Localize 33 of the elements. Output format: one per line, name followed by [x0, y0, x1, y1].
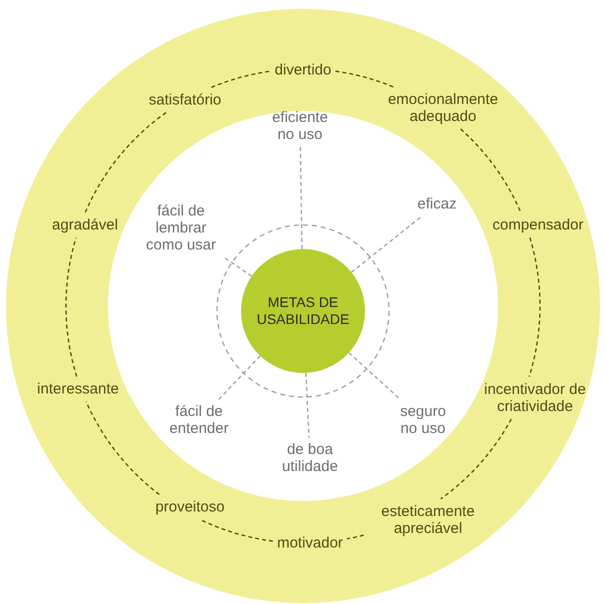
connector-line: [440, 418, 512, 500]
connector-line: [348, 352, 400, 400]
center-circle: METAS DE USABILIDADE: [241, 249, 365, 373]
connector-line: [335, 70, 394, 88]
goal-label: motivador: [277, 534, 343, 552]
connector-line: [200, 519, 273, 542]
goal-label: emocionalmente adequado: [373, 91, 513, 125]
connector-line: [300, 146, 303, 250]
connector-line: [346, 534, 364, 540]
goal-label: eficaz: [417, 196, 457, 212]
goal-label: eficiente no uso: [267, 109, 333, 143]
goal-label: incentivador de criatividade: [483, 381, 587, 415]
connector-line: [351, 216, 422, 273]
goal-label: fácil de lembrar como usar: [136, 202, 226, 254]
goal-label: seguro no uso: [395, 403, 451, 437]
goal-label: esteticamente apreciável: [368, 503, 488, 537]
goal-label: proveitoso: [155, 498, 225, 516]
connector-line: [211, 70, 271, 88]
goal-label: de boa utilidade: [270, 441, 350, 475]
goal-label: satisfatório: [148, 92, 222, 108]
goal-label: compensador: [492, 216, 584, 234]
connector-line: [223, 256, 252, 277]
goal-label: agradável: [52, 216, 118, 234]
connector-line: [218, 355, 261, 400]
goal-label: divertido: [274, 62, 332, 78]
connector-line: [305, 372, 310, 438]
connector-line: [86, 401, 160, 495]
connector-line: [66, 238, 78, 377]
connector-line: [460, 128, 522, 212]
goal-label: interessante: [37, 380, 119, 398]
connector-line: [84, 112, 166, 213]
connector-line: [528, 237, 540, 377]
goal-label: fácil de entender: [159, 403, 239, 437]
